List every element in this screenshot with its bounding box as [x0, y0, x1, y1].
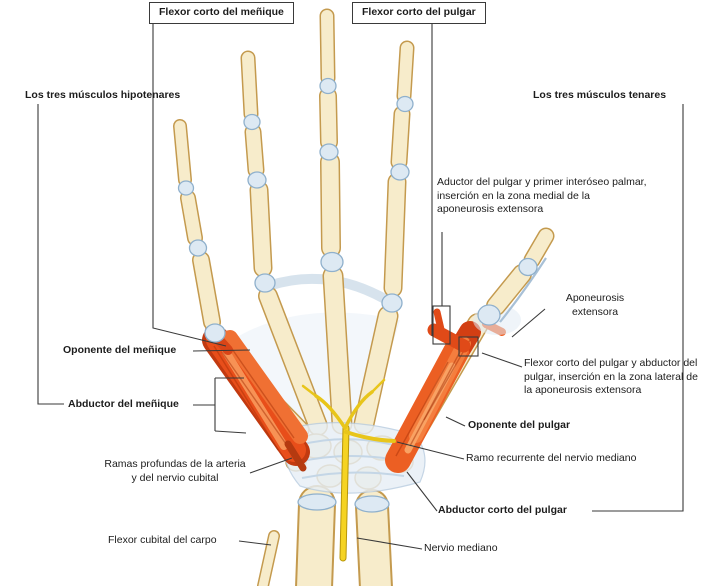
label-ramas-profundas: Ramas profundas de la arteria y del nerv… — [104, 458, 246, 484]
label-aductor-pulgar-nota: Aductor del pulgar y primer interóseo pa… — [437, 176, 647, 216]
label-musculos-hipotenares: Los tres músculos hipotenares — [25, 89, 181, 101]
median-nerve — [339, 424, 350, 562]
thumb-bones — [477, 227, 555, 326]
label-musculos-tenares: Los tres músculos tenares — [533, 89, 667, 101]
label-flexor-abductor-nota: Flexor corto del pulgar y abductor del p… — [524, 357, 698, 397]
label-abductor-menique: Abductor del meñique — [68, 398, 179, 410]
thenar-muscles — [385, 308, 506, 473]
label-ramo-recurrente: Ramo recurrente del nervio mediano — [466, 452, 637, 464]
forearm-bones — [257, 485, 393, 586]
label-flexor-corto-pulgar: Flexor corto del pulgar — [352, 2, 486, 24]
label-oponente-pulgar: Oponente del pulgar — [468, 419, 571, 431]
label-flexor-corto-menique: Flexor corto del meñique — [149, 2, 294, 24]
nerve-branches — [301, 378, 396, 443]
insertion-marker-lateral — [458, 336, 479, 357]
insertion-marker-medial — [432, 305, 451, 345]
label-oponente-menique: Oponente del meñique — [63, 344, 177, 356]
finger-bones — [173, 8, 415, 343]
label-flexor-cubital-carpo: Flexor cubital del carpo — [108, 534, 217, 546]
label-abductor-corto-pulgar: Abductor corto del pulgar — [438, 504, 567, 516]
hypothenar-muscles — [202, 325, 310, 472]
leader-lines — [37, 24, 684, 550]
label-aponeurosis-extensora: Aponeurosis extensora — [565, 292, 625, 318]
label-nervio-mediano: Nervio mediano — [424, 542, 498, 554]
